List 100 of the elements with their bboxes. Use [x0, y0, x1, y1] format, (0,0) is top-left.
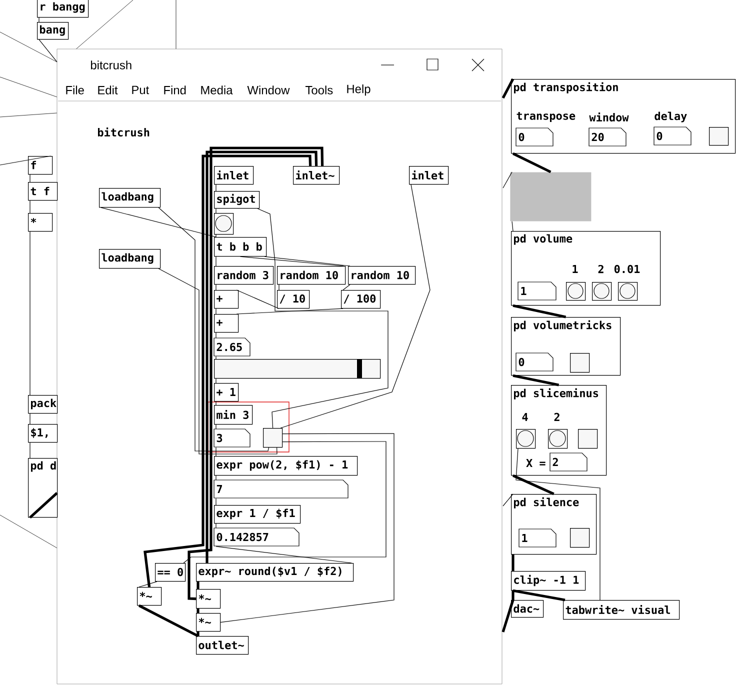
- object-box: +: [214, 314, 239, 333]
- number-box: 1: [518, 528, 556, 548]
- patch-cord: [206, 150, 318, 563]
- patch-cord: [0, 156, 51, 166]
- node-label: 2: [554, 412, 560, 422]
- bang-button: 2: [548, 412, 568, 449]
- object-box: expr pow(2, $f1) - 1: [214, 456, 358, 476]
- number-box: 1: [518, 282, 556, 300]
- bang-button: 0.01: [614, 264, 640, 301]
- number-box: 3: [214, 428, 250, 448]
- object-box: +: [214, 290, 239, 309]
- patch-cord: [38, 39, 58, 62]
- patch-cord: [516, 448, 600, 600]
- menu-item: Find: [164, 86, 186, 94]
- object-box: dac~: [511, 600, 544, 618]
- toggle-box: [263, 428, 283, 448]
- object-box: pack: [28, 395, 58, 414]
- object-box: outlet~: [196, 636, 249, 655]
- patch-cord: [512, 554, 514, 571]
- patch-cord: [280, 184, 430, 428]
- window-title: bitcrush: [90, 60, 132, 70]
- slider: [214, 359, 381, 379]
- patch-cord: [196, 582, 200, 589]
- object-box: spigot: [214, 191, 260, 209]
- toggle-box: [709, 127, 729, 146]
- patch-cord: [183, 441, 386, 564]
- patch-cord: [264, 256, 350, 266]
- patch-cord: [512, 474, 554, 496]
- bang-button: 1: [566, 265, 586, 301]
- node-label: window: [589, 112, 629, 122]
- object-box: *~: [196, 613, 221, 632]
- patch-cord: [512, 589, 566, 602]
- comment-text: bitcrush: [98, 127, 150, 137]
- patch-cord: [29, 492, 58, 519]
- menu-item: Tools: [305, 86, 333, 94]
- patch-cord: [138, 604, 199, 638]
- patch-cord: [144, 154, 312, 588]
- menu-item: File: [66, 86, 84, 94]
- patch-cord: [512, 590, 514, 600]
- bang-button: 4: [516, 413, 536, 449]
- object-box: loadbang: [99, 188, 161, 208]
- node-label: delay: [654, 112, 687, 122]
- patch-cord: [236, 290, 280, 309]
- number-box: X = 2: [526, 452, 588, 472]
- toggle-box: [578, 429, 598, 449]
- patch-cord: [188, 146, 324, 600]
- object-box: / 100: [341, 290, 381, 309]
- patch-cord: [196, 608, 200, 613]
- object-box: random 10: [277, 266, 346, 285]
- object-box: loadbang: [99, 249, 161, 269]
- patch-cord: [342, 284, 350, 290]
- patch-cord: [512, 152, 552, 174]
- patch-cord: [158, 207, 270, 452]
- object-box: random 3: [214, 266, 274, 285]
- toggle-box: [570, 353, 590, 373]
- patch-cord: [512, 221, 514, 232]
- menu-item: Media: [201, 86, 233, 94]
- patch-cord: [502, 78, 514, 99]
- menu-item: Help: [347, 84, 370, 96]
- patch-cord: [278, 284, 280, 290]
- object-box: $1,: [28, 424, 58, 443]
- object-box: *~: [196, 589, 221, 609]
- patch-cord: [236, 308, 344, 314]
- object-box: t f: [28, 182, 58, 201]
- patch-cord: [216, 546, 352, 564]
- object-box: inlet~: [293, 166, 340, 185]
- patch-cord: [220, 433, 394, 623]
- object-box: r bangg: [37, 0, 89, 18]
- object-box: *~: [137, 587, 162, 606]
- node-label: transpose: [516, 112, 576, 122]
- patch-cord: [196, 632, 200, 636]
- patch-cord: [138, 581, 158, 588]
- patch-cord: [240, 256, 344, 266]
- patch-cord: [502, 600, 514, 632]
- object-box: bang: [37, 22, 69, 40]
- node-label: 0.01: [614, 264, 640, 274]
- node-label: 1: [572, 265, 578, 273]
- menu-item: Edit: [98, 86, 118, 94]
- object-box: clip~ -1 1: [511, 571, 586, 591]
- object-box: min 3: [214, 405, 253, 425]
- object-box: == 0: [155, 563, 186, 582]
- patch-cord: [38, 17, 40, 22]
- object-box: random 10: [348, 266, 416, 285]
- subpatch-box: pd d: [28, 458, 58, 518]
- number-box: delay 0: [654, 112, 692, 146]
- number-box: 0.142857: [214, 528, 300, 546]
- patch-cord: [502, 172, 512, 188]
- bang-button: 2: [592, 264, 612, 301]
- number-box: transpose 0: [516, 112, 576, 146]
- object-box: inlet: [409, 166, 449, 185]
- object-box: expr~ round($v1 / $f2): [196, 563, 354, 582]
- patch-cord: [257, 208, 388, 428]
- node-label: X =: [526, 459, 546, 467]
- object-box: expr 1 / $f1: [214, 505, 301, 524]
- node-label: 4: [522, 413, 528, 421]
- number-box: window 20: [588, 112, 629, 146]
- object-box: / 10: [277, 290, 310, 309]
- graph-box: [510, 172, 592, 222]
- number-box: 0: [516, 352, 554, 372]
- object-box: + 1: [214, 383, 239, 402]
